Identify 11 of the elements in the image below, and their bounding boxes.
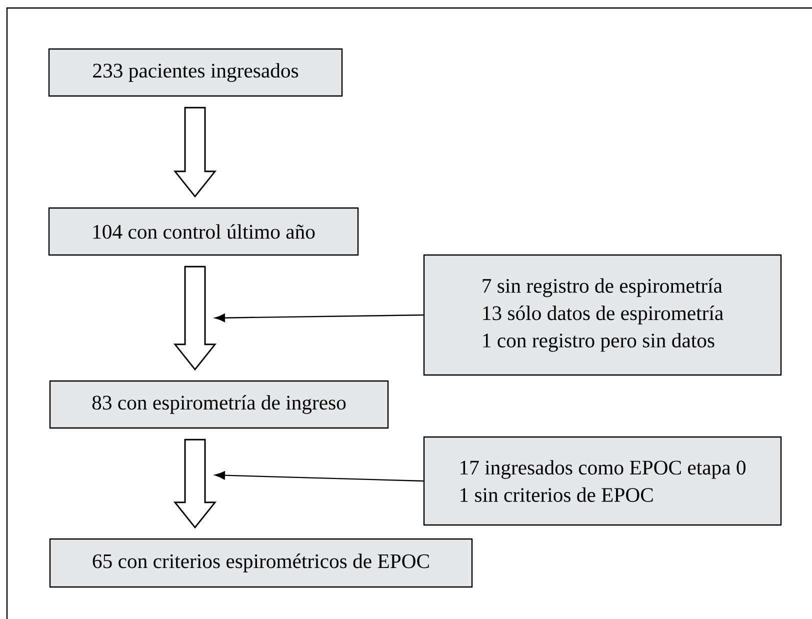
process-box: 83 con espirometría de ingreso xyxy=(49,380,389,429)
block-arrow xyxy=(173,438,217,529)
exclusion-box: 7 sin registro de espirometría 13 sólo datos de espirometría 1 con registro pero sin datos xyxy=(423,254,782,376)
block-arrow xyxy=(173,106,217,198)
process-box: 104 con control último año xyxy=(48,207,359,256)
process-box: 233 pacientes ingresados xyxy=(48,48,343,97)
block-arrow xyxy=(173,266,217,371)
arrow xyxy=(214,471,424,482)
exclusion-box: 17 ingresados como EPOC etapa 0 1 sin criterios de EPOC xyxy=(423,436,782,526)
arrow xyxy=(214,314,424,322)
process-box: 65 con criterios espirométricos de EPOC xyxy=(49,538,473,588)
